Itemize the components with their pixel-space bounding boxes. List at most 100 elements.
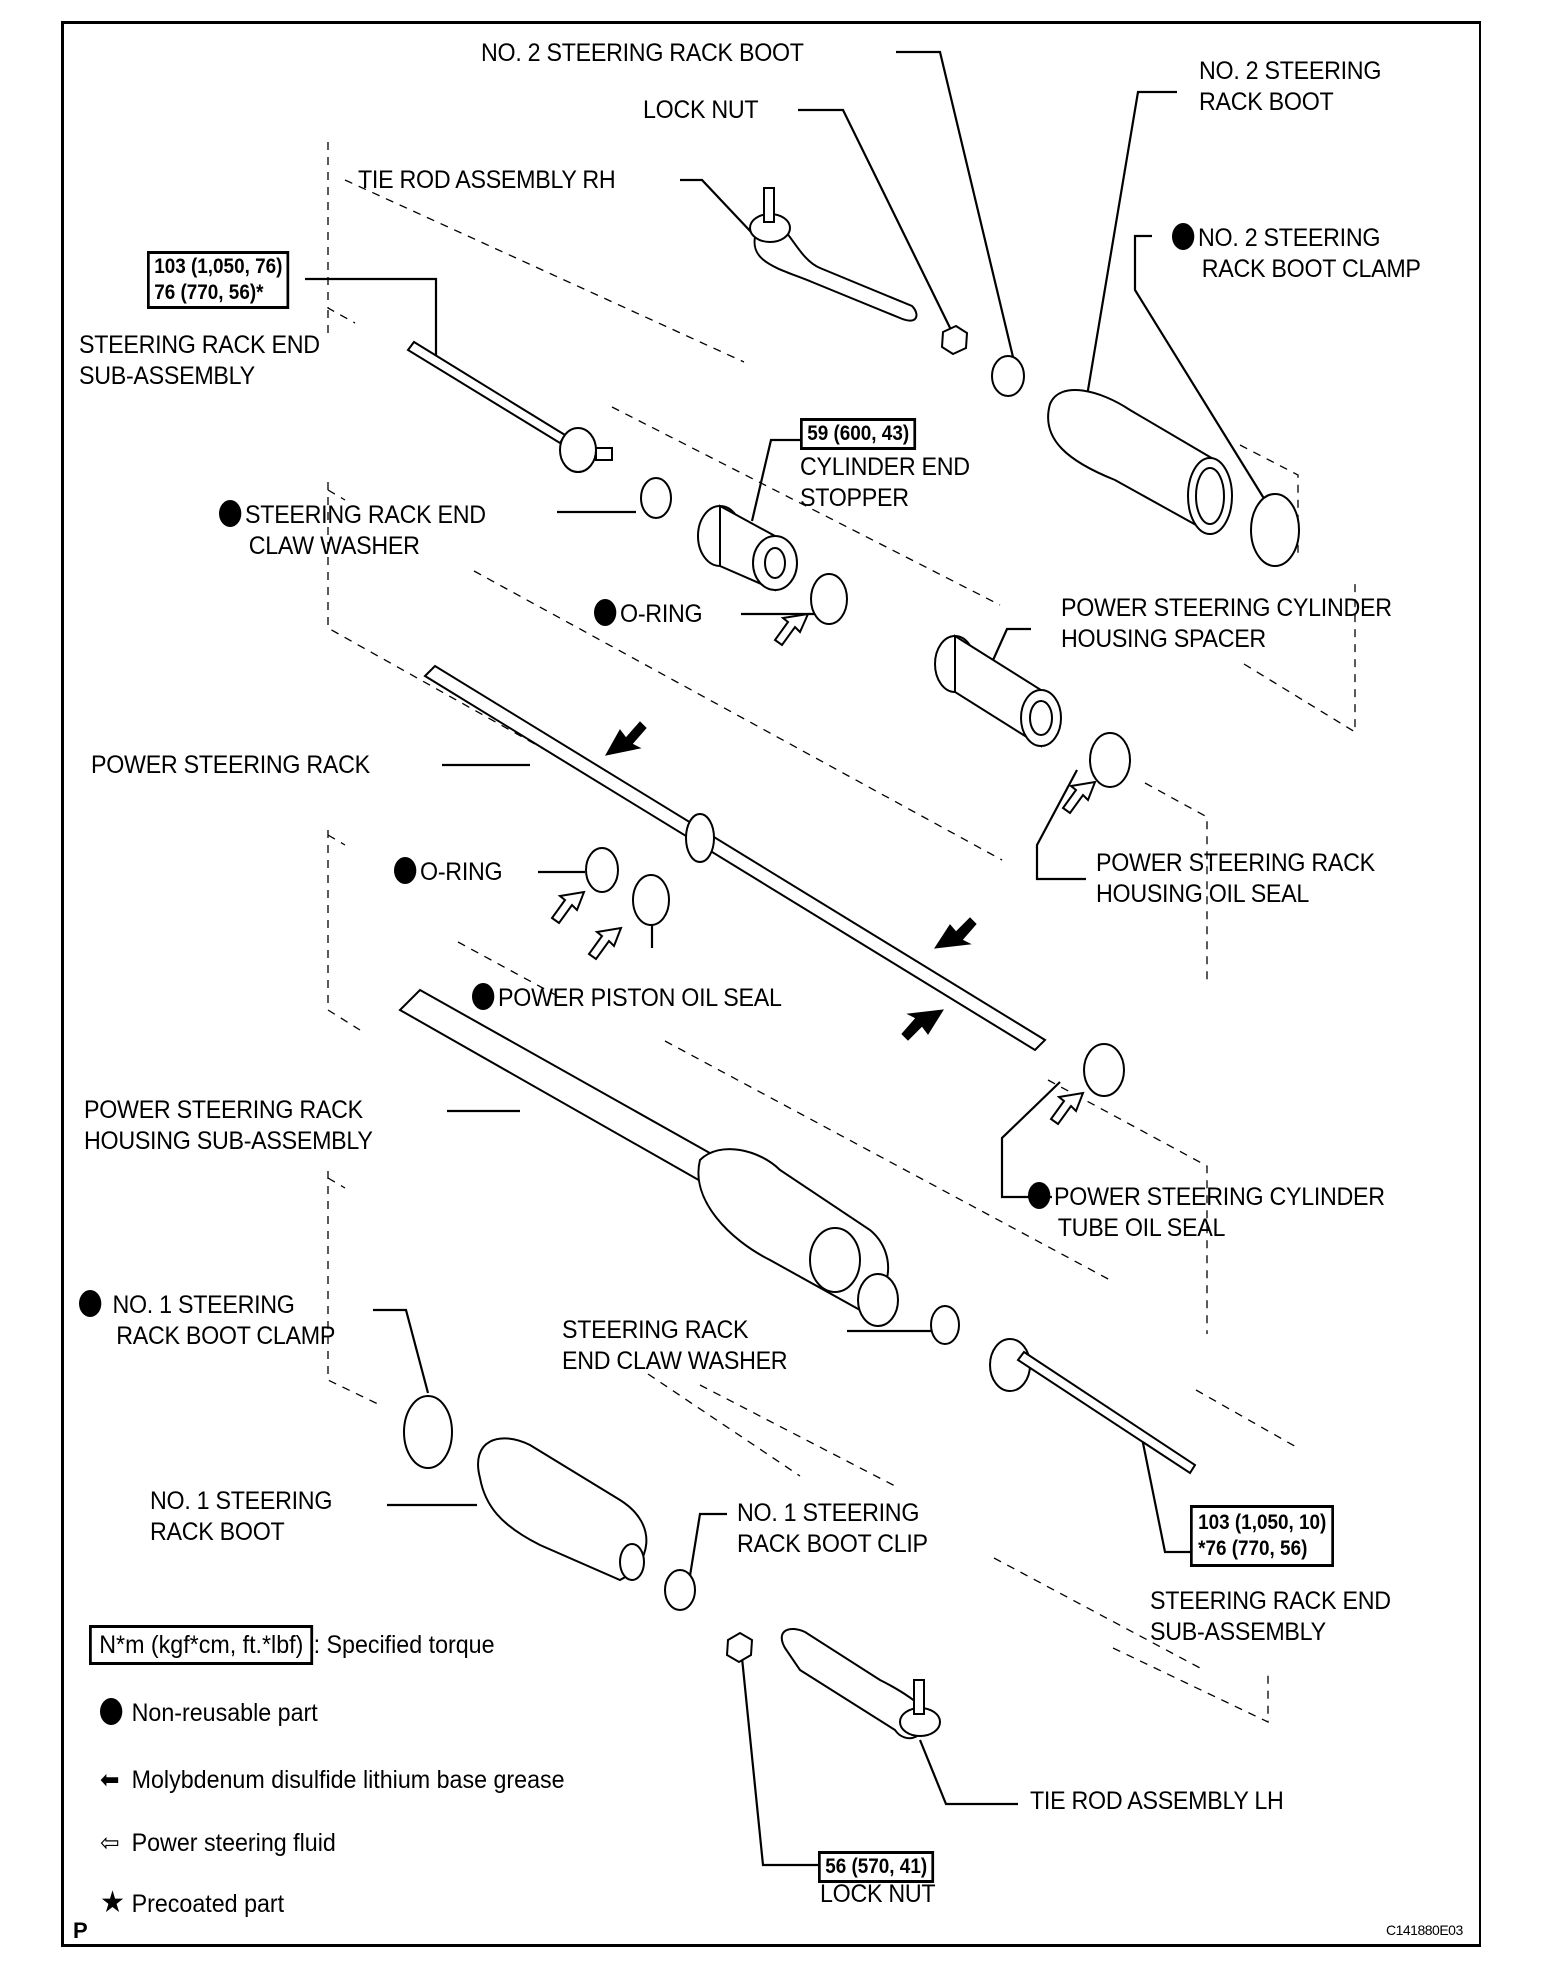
label-line: NO. 1 STEERING — [79, 1290, 335, 1321]
leader-torque-bottom — [1139, 1432, 1195, 1554]
filled-arrow-icon: ⬅ — [100, 1766, 120, 1794]
label-cylinder-tube-oil-seal: POWER STEERING CYLINDER TUBE OIL SEAL — [1028, 1182, 1385, 1244]
boot-clip-top-part — [991, 355, 1025, 397]
label-line: RACK BOOT CLAMP — [116, 1322, 336, 1350]
label-line: STEERING RACK END — [219, 500, 486, 531]
label-o-ring-top: O-RING — [594, 599, 703, 630]
torque-value: *76 (770, 56) — [1198, 1537, 1308, 1560]
leader-boot-clip — [686, 1512, 727, 1589]
label-line: NO. 1 STEERING — [737, 1499, 920, 1527]
housing-spacer-part — [934, 634, 1062, 748]
leader-no2-boot-top — [896, 50, 1015, 358]
legend-grease: ⬅ Molybdenum disulfide lithium base greas… — [100, 1765, 565, 1795]
legend-text: Precoated part — [131, 1890, 285, 1918]
leader-tube-oil-seal — [1000, 1081, 1061, 1199]
label-line: TUBE OIL SEAL — [1057, 1214, 1226, 1242]
grease-arrow-icon — [901, 1009, 944, 1041]
non-reusable-icon — [594, 599, 617, 626]
leader-cyl-stopper — [750, 438, 800, 522]
rack-housing-oil-seal-part — [1089, 732, 1131, 788]
o-ring-top-part — [810, 573, 848, 625]
legend-non-reusable: Non-reusable part — [100, 1698, 318, 1728]
leader-lock-nut-top — [798, 108, 957, 341]
no1-rack-boot-part — [477, 1437, 648, 1582]
page-letter: P — [73, 1918, 88, 1943]
assembly-lines — [327, 142, 1356, 1724]
label-power-piston-oil-seal: POWER PISTON OIL SEAL — [472, 983, 782, 1014]
torque-box-icon: N*m (kgf*cm, ft.*lbf) — [89, 1625, 314, 1665]
label-line: STEERING RACK END — [1150, 1587, 1391, 1615]
label-claw-washer-top: STEERING RACK END CLAW WASHER — [219, 500, 486, 562]
label-housing-spacer: POWER STEERING CYLINDER HOUSING SPACER — [1061, 593, 1392, 655]
label-line: RACK BOOT — [150, 1518, 285, 1546]
label-line: HOUSING SPACER — [1061, 625, 1266, 653]
label-tie-rod-lh: TIE ROD ASSEMBLY LH — [1030, 1787, 1284, 1815]
legend-text: Non-reusable part — [131, 1699, 318, 1727]
fluid-arrow-icon — [1049, 1091, 1085, 1126]
label-text: STEERING RACK END — [245, 501, 486, 529]
label-rack-end-sub-assy-top: STEERING RACK END SUB-ASSEMBLY — [79, 330, 320, 392]
no1-clamp-part — [403, 1395, 453, 1469]
non-reusable-icon — [79, 1290, 102, 1317]
lock-nut-top-part — [940, 324, 969, 356]
torque-spec-rack-end-bottom: 103 (1,050, 10) *76 (770, 56) — [1190, 1505, 1335, 1567]
label-o-ring-mid: O-RING — [394, 857, 503, 888]
leader-no2-clamp — [1133, 234, 1269, 506]
non-reusable-icon — [1172, 223, 1195, 250]
non-reusable-icon — [219, 500, 242, 527]
label-line: POWER STEERING RACK — [1096, 849, 1375, 877]
legend-precoated: ★Precoated part — [100, 1888, 284, 1919]
leader-no1-clamp — [373, 1308, 430, 1394]
label-line: SUB-ASSEMBLY — [79, 362, 255, 390]
label-line: RACK BOOT — [1199, 88, 1334, 116]
legend-text: : Specified torque — [313, 1631, 495, 1659]
rack-end-bottom-part — [989, 1338, 1197, 1475]
label-rack-housing-oil-seal: POWER STEERING RACK HOUSING OIL SEAL — [1096, 848, 1375, 910]
label-line: STEERING RACK END — [79, 331, 320, 359]
star-icon: ★ — [100, 1886, 126, 1919]
label-line: POWER STEERING CYLINDER — [1028, 1182, 1385, 1213]
label-line: RACK BOOT CLIP — [737, 1530, 928, 1558]
legend-text: Power steering fluid — [131, 1829, 336, 1857]
lock-nut-bottom-part — [725, 1631, 754, 1664]
leader-tie-rod-lh — [918, 1739, 1018, 1806]
leader-lock-nut-bottom — [739, 1647, 826, 1867]
label-line: HOUSING SUB-ASSEMBLY — [84, 1127, 373, 1155]
label-line: CYLINDER END — [800, 453, 970, 481]
claw-washer-top-part — [640, 477, 672, 519]
cylinder-tube-oil-seal-part — [1083, 1043, 1125, 1097]
non-reusable-icon — [472, 983, 495, 1010]
label-line: POWER STEERING CYLINDER — [1061, 594, 1392, 622]
fluid-arrow-icon — [1061, 780, 1097, 815]
label-no2-rack-boot-top: NO. 2 STEERING RACK BOOT — [481, 39, 804, 67]
label-text: O-RING — [420, 858, 503, 886]
o-ring-mid-part — [585, 847, 619, 893]
label-rack-end-sub-assy-bottom: STEERING RACK END SUB-ASSEMBLY — [1150, 1586, 1391, 1648]
leader-no2-boot-right — [1084, 90, 1177, 403]
leader-housing-oil-seal — [1035, 769, 1086, 881]
label-text: NO. 2 STEERING — [1198, 224, 1381, 252]
label-line: NO. 2 STEERING — [1199, 57, 1382, 85]
legend-fluid: ⇦Power steering fluid — [100, 1828, 336, 1858]
label-tie-rod-rh: TIE ROD ASSEMBLY RH — [358, 166, 616, 194]
label-no2-rack-boot-right: NO. 2 STEERING RACK BOOT — [1199, 56, 1381, 118]
claw-washer-bottom-part — [930, 1305, 960, 1345]
label-line: NO. 1 STEERING — [150, 1487, 333, 1515]
parts — [398, 187, 1300, 1740]
label-line: CLAW WASHER — [248, 532, 420, 560]
no2-clamp-part — [1250, 493, 1300, 567]
torque-spec-lock-nut-bottom: 56 (570, 41) — [818, 1851, 935, 1883]
label-line: HOUSING OIL SEAL — [1096, 880, 1310, 908]
cylinder-end-stopper-part — [697, 504, 798, 592]
label-line: POWER STEERING RACK — [84, 1096, 363, 1124]
torque-value: 76 (770, 56)* — [154, 281, 264, 304]
tie-rod-rh-part — [749, 187, 918, 322]
boot-clip-bottom-part — [664, 1569, 696, 1611]
legend-specified-torque: N*m (kgf*cm, ft.*lbf): Specified torque — [89, 1625, 495, 1665]
label-cylinder-end-stopper: CYLINDER END STOPPER — [800, 452, 970, 514]
fluid-arrows — [550, 612, 1097, 1126]
legend-text: Molybdenum disulfide lithium base grease — [131, 1766, 565, 1794]
torque-spec-cylinder-end-stopper: 59 (600, 43) — [800, 418, 917, 450]
label-line: SUB-ASSEMBLY — [1150, 1618, 1326, 1646]
